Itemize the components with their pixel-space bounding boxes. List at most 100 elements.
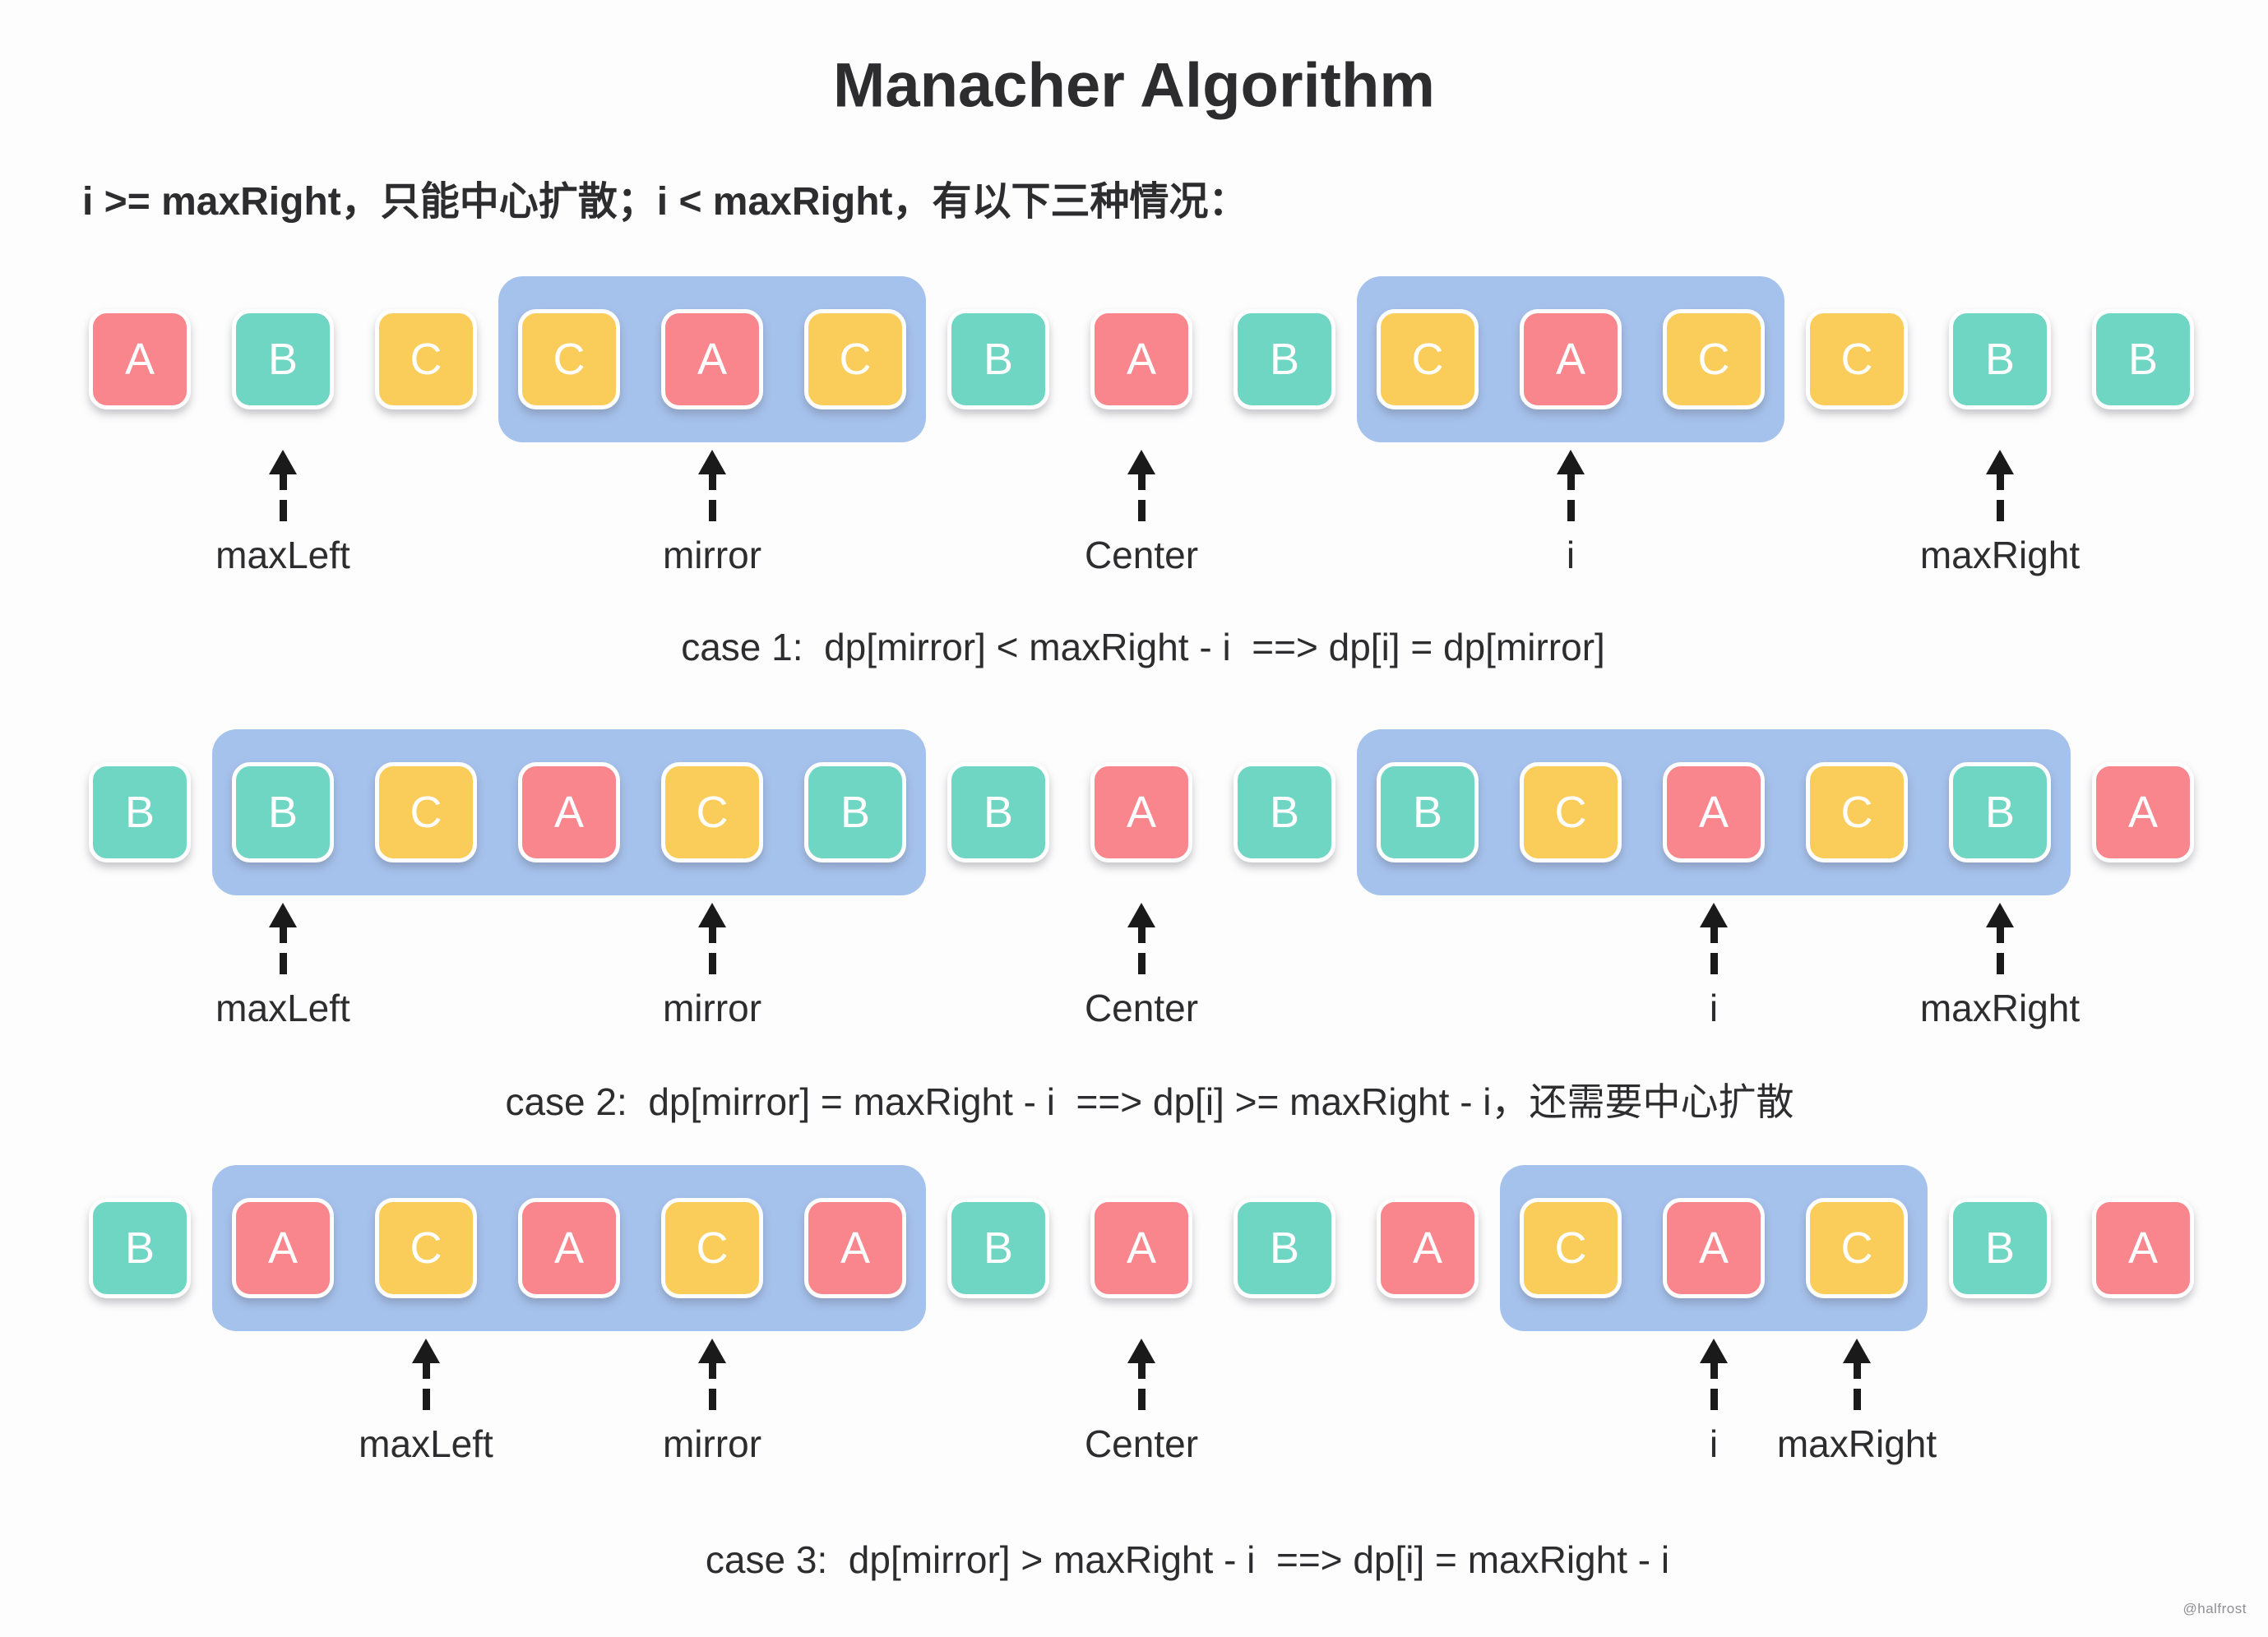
tile-a: A — [1090, 762, 1192, 862]
pointer-label-maxright: maxRight — [1919, 987, 2081, 1029]
tile-letter: A — [1126, 788, 1157, 837]
highlight-region — [212, 729, 926, 895]
pointer-arrow-i — [1556, 450, 1585, 521]
tile-b: B — [1377, 762, 1479, 862]
highlight-region — [1500, 1165, 1928, 1331]
pointer-label-mirror: mirror — [662, 1422, 762, 1465]
arrow-stem — [1137, 474, 1146, 490]
arrow-dash — [1137, 1389, 1146, 1410]
tile-c: C — [661, 762, 763, 862]
tile-c: C — [518, 309, 620, 409]
arrow-head-icon — [1127, 903, 1155, 927]
tile-a: A — [1090, 1198, 1192, 1298]
tile-letter: C — [696, 788, 729, 837]
pointer-arrow-maxleft — [411, 1339, 441, 1410]
tile-a: A — [804, 1198, 906, 1298]
tile-letter: B — [983, 1223, 1014, 1273]
arrow-head-icon — [1986, 450, 2014, 474]
tile-b: B — [804, 762, 906, 862]
tile-letter: A — [1126, 335, 1157, 384]
page-title: Manacher Algorithm — [833, 50, 1435, 121]
tile-b: B — [1234, 762, 1335, 862]
pointer-label-maxleft: maxLeft — [359, 1422, 493, 1465]
tile-a: A — [518, 1198, 620, 1298]
arrow-stem — [1710, 927, 1718, 943]
tile-letter: C — [410, 335, 442, 384]
tile-b: B — [947, 762, 1049, 862]
tile-a: A — [1520, 309, 1622, 409]
tile-a: A — [1377, 1198, 1479, 1298]
arrow-head-icon — [1843, 1339, 1871, 1363]
tile-b: B — [232, 309, 334, 409]
arrow-head-icon — [698, 1339, 726, 1363]
tile-letter: C — [1697, 335, 1730, 384]
subtitle-rule-text: i >= maxRight，只能中心扩散；i < maxRight，有以下三种情… — [82, 180, 1248, 224]
tile-c: C — [1520, 1198, 1622, 1298]
pointer-label-i: i — [1709, 987, 1719, 1029]
pointer-arrow-center — [1127, 1339, 1156, 1410]
arrow-stem — [708, 927, 716, 943]
pointer-label-i: i — [1566, 534, 1576, 576]
arrow-head-icon — [269, 450, 297, 474]
tile-a: A — [2092, 1198, 2194, 1298]
arrow-head-icon — [1557, 450, 1585, 474]
tile-a: A — [1663, 762, 1765, 862]
tile-c: C — [375, 309, 477, 409]
arrow-head-icon — [698, 903, 726, 927]
pointer-arrow-i — [1699, 1339, 1729, 1410]
tile-letter: B — [983, 335, 1014, 384]
tile-c: C — [1806, 309, 1908, 409]
tile-c: C — [375, 1198, 477, 1298]
arrow-stem — [1996, 474, 2004, 490]
tile-a: A — [232, 1198, 334, 1298]
pointer-arrow-mirror — [697, 1339, 727, 1410]
tile-b: B — [1234, 1198, 1335, 1298]
arrow-head-icon — [698, 450, 726, 474]
tile-letter: A — [553, 1223, 585, 1273]
pointer-label-center: Center — [1084, 534, 1199, 576]
tile-letter: A — [124, 335, 155, 384]
tile-a: A — [661, 309, 763, 409]
arrow-dash — [279, 953, 287, 974]
pointer-arrow-maxleft — [268, 903, 298, 974]
arrow-head-icon — [1127, 450, 1155, 474]
tile-b: B — [1949, 309, 2051, 409]
tile-c: C — [1806, 1198, 1908, 1298]
arrow-stem — [1137, 927, 1146, 943]
arrow-stem — [422, 1362, 430, 1379]
tile-letter: B — [840, 788, 871, 837]
tile-letter: B — [2127, 335, 2159, 384]
pointer-arrow-maxright — [1842, 1339, 1872, 1410]
case-caption-1: case 1: dp[mirror] < maxRight - i ==> dp… — [681, 626, 1605, 668]
tile-letter: A — [697, 335, 728, 384]
tile-letter: A — [1555, 335, 1586, 384]
tile-letter: B — [267, 788, 299, 837]
arrow-dash — [1567, 500, 1575, 521]
arrow-dash — [1710, 953, 1718, 974]
pointer-arrow-center — [1127, 903, 1156, 974]
case-caption-2: case 2: dp[mirror] = maxRight - i ==> dp… — [505, 1080, 1794, 1123]
tile-letter: B — [1269, 788, 1300, 837]
tile-b: B — [2092, 309, 2194, 409]
arrow-dash — [1137, 500, 1146, 521]
tile-letter: A — [2127, 788, 2159, 837]
tile-b: B — [1949, 1198, 2051, 1298]
tile-letter: C — [1554, 1223, 1587, 1273]
tile-c: C — [375, 762, 477, 862]
tile-letter: C — [1840, 1223, 1873, 1273]
tile-letter: B — [1269, 335, 1300, 384]
pointer-label-center: Center — [1084, 1422, 1199, 1465]
pointer-label-maxright: maxRight — [1919, 534, 2081, 576]
tile-b: B — [232, 762, 334, 862]
highlight-region — [1357, 729, 2071, 895]
arrow-dash — [1710, 1389, 1718, 1410]
tile-letter: C — [1840, 788, 1873, 837]
pointer-arrow-center — [1127, 450, 1156, 521]
tile-letter: A — [553, 788, 585, 837]
highlight-region — [498, 276, 926, 442]
tile-letter: C — [839, 335, 872, 384]
tile-letter: B — [1984, 1223, 2016, 1273]
